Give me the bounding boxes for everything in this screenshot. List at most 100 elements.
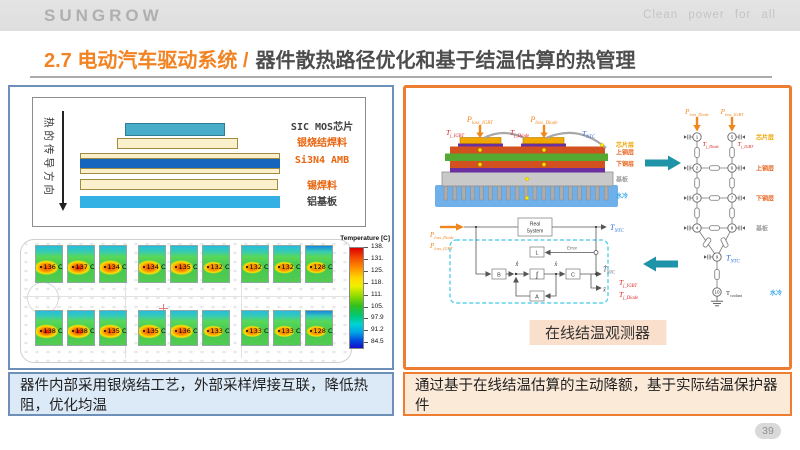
- diode-chip: [522, 137, 565, 144]
- net-label-water-cooling: 水冷: [770, 289, 782, 297]
- capacitor-arrow-icon: [684, 196, 687, 200]
- thermal-chip: 128 C: [305, 310, 333, 346]
- obs-label-t-j-igbt: Tj_IGBT: [619, 278, 638, 289]
- colorbar-tick-mark: [364, 306, 368, 308]
- thermal-resistor: [729, 147, 735, 158]
- block-a: A: [535, 295, 539, 301]
- pin-fin: [550, 185, 555, 201]
- title-subtitle: 器件散热路径优化和基于结温估算的热管理: [255, 50, 636, 72]
- capacitor-arrow-icon: [742, 226, 745, 230]
- thermal-resistor: [702, 237, 712, 248]
- thermal-resistor: [694, 207, 700, 219]
- label-si3n4-amb: Si3N4 AMB: [294, 155, 350, 166]
- sensor-dot-icon: [542, 148, 546, 152]
- thermal-resistor: [709, 225, 720, 231]
- network-node-number: 10: [714, 290, 720, 295]
- error-label: Error: [567, 246, 578, 251]
- thermal-resistor: [709, 195, 720, 201]
- power-arrow-icon: [693, 125, 701, 132]
- sungrow-logo: SUNGROW: [44, 6, 163, 25]
- power-module-cross-section: Ploss_IGBT Ploss_Diode Tj_IGBT Tj_Diode …: [435, 115, 634, 207]
- pin-fin: [443, 185, 449, 201]
- net-label-t-coolant: Tcoolant: [726, 290, 743, 298]
- network-node-number: 2: [696, 166, 699, 171]
- layer-amb-bottom: [80, 168, 280, 174]
- colorbar-tick-label: 131.: [371, 254, 384, 262]
- network-node: [712, 287, 722, 297]
- label-aluminum-base: 铝基板: [307, 197, 337, 208]
- pin-fin: [497, 185, 502, 201]
- left-block-arrow-icon: [643, 256, 678, 272]
- layer-sic-chip: [125, 123, 225, 136]
- colorbar-tick-mark: [364, 270, 368, 272]
- label-p-loss-igbt: Ploss_IGBT: [466, 115, 494, 126]
- thermal-resistor: [720, 237, 729, 248]
- thermal-chip: 135 C: [99, 310, 127, 346]
- obs-label-p-loss-diode: Ploss_Diode: [429, 231, 454, 240]
- label-silver-sinter: 银烧结焊料: [297, 138, 347, 149]
- chip-temperature-label: 138 C: [72, 327, 95, 335]
- sensor-dot-icon: [600, 143, 604, 147]
- power-arrow-icon: [540, 132, 548, 138]
- page-title: 2.7 电动汽车驱动系统 / 器件散热路径优化和基于结温估算的热管理: [44, 44, 635, 73]
- chip-temperature-label: 135 C: [104, 327, 127, 335]
- stack-diagram: 热的传导方向 SIC MOS芯片 银烧结焊料 Si3N4 AMB 锡焊料 铝基板: [32, 97, 366, 227]
- slogan-text: Clean power for all: [643, 9, 776, 21]
- net-label-upper-copper: 上铜层: [756, 165, 774, 173]
- chip-temperature-label: 134 C: [143, 263, 166, 271]
- network-node-number: 6: [731, 166, 734, 171]
- sensor-dot-icon: [478, 148, 482, 152]
- network-node: [727, 223, 737, 233]
- capacitor-arrow-icon: [704, 255, 707, 259]
- label-chip-layer: 芯片层: [616, 141, 634, 149]
- capacitor-arrow-icon: [742, 166, 745, 170]
- cursor-cross-icon: [163, 304, 164, 313]
- divider-line: [23, 296, 349, 297]
- observer-caption: 在线结温观测器: [528, 320, 667, 345]
- network-node: [727, 132, 737, 142]
- colorbar-tick-label: 118.: [371, 278, 384, 286]
- label-lower-copper: 下铜层: [616, 160, 634, 168]
- title-section: 2.7 电动汽车驱动系统 /: [44, 50, 249, 72]
- observer-diagram: Ploss_Diode Ploss_IGBT Real System TNTC …: [429, 217, 638, 304]
- net-label-p-loss-igbt: Ploss_IGBT: [720, 108, 744, 117]
- colorbar-tick-label: 125.: [371, 266, 384, 274]
- thermal-resistor: [709, 165, 720, 171]
- capacitor-arrow-icon: [684, 135, 687, 139]
- heat-direction-label: 热的传导方向: [42, 117, 55, 198]
- thermal-chip: 137 C: [67, 245, 95, 283]
- layer-amb-top: [80, 153, 280, 159]
- pin-fin: [452, 185, 457, 201]
- chip-temperature-label: 132 C: [246, 263, 269, 271]
- thermal-chip: 133 C: [202, 310, 230, 346]
- thermal-chip: 134 C: [99, 245, 127, 283]
- thermal-resistor: [714, 269, 720, 280]
- thermal-chip: 134 C: [138, 245, 166, 283]
- colorbar-tick-mark: [364, 258, 368, 260]
- page-number-badge: 39: [755, 423, 781, 439]
- label-upper-copper: 上铜层: [616, 149, 634, 157]
- chip-temperature-label: 133 C: [246, 327, 269, 335]
- thermal-chip: 132 C: [241, 245, 269, 283]
- label-t-ntc: TNTC: [582, 129, 596, 140]
- label-t-j-igbt: Tj_IGBT: [446, 128, 465, 139]
- thermal-chip: 128 C: [305, 245, 333, 283]
- label-baseplate: 基板: [615, 176, 629, 184]
- bond-wire: [483, 131, 525, 139]
- thermal-chip: 133 C: [241, 310, 269, 346]
- colorbar-tick-label: 105.: [371, 302, 384, 310]
- thermal-chip: 138 C: [35, 310, 63, 346]
- net-label-t-j-diode: Tj_Diode: [703, 141, 720, 149]
- network-node: [727, 193, 737, 203]
- thermal-chip: 135 C: [138, 310, 166, 346]
- down-arrow-head-icon: [58, 203, 67, 211]
- network-node: [692, 193, 702, 203]
- divider-line: [241, 244, 242, 358]
- chip-temperature-label: 138 C: [40, 327, 63, 335]
- thermal-chip: 135 C: [170, 245, 198, 283]
- layer-silver-sinter: [117, 138, 238, 149]
- chip-temperature-label: 134 C: [104, 263, 127, 271]
- chip-temperature-label: 136 C: [40, 263, 63, 271]
